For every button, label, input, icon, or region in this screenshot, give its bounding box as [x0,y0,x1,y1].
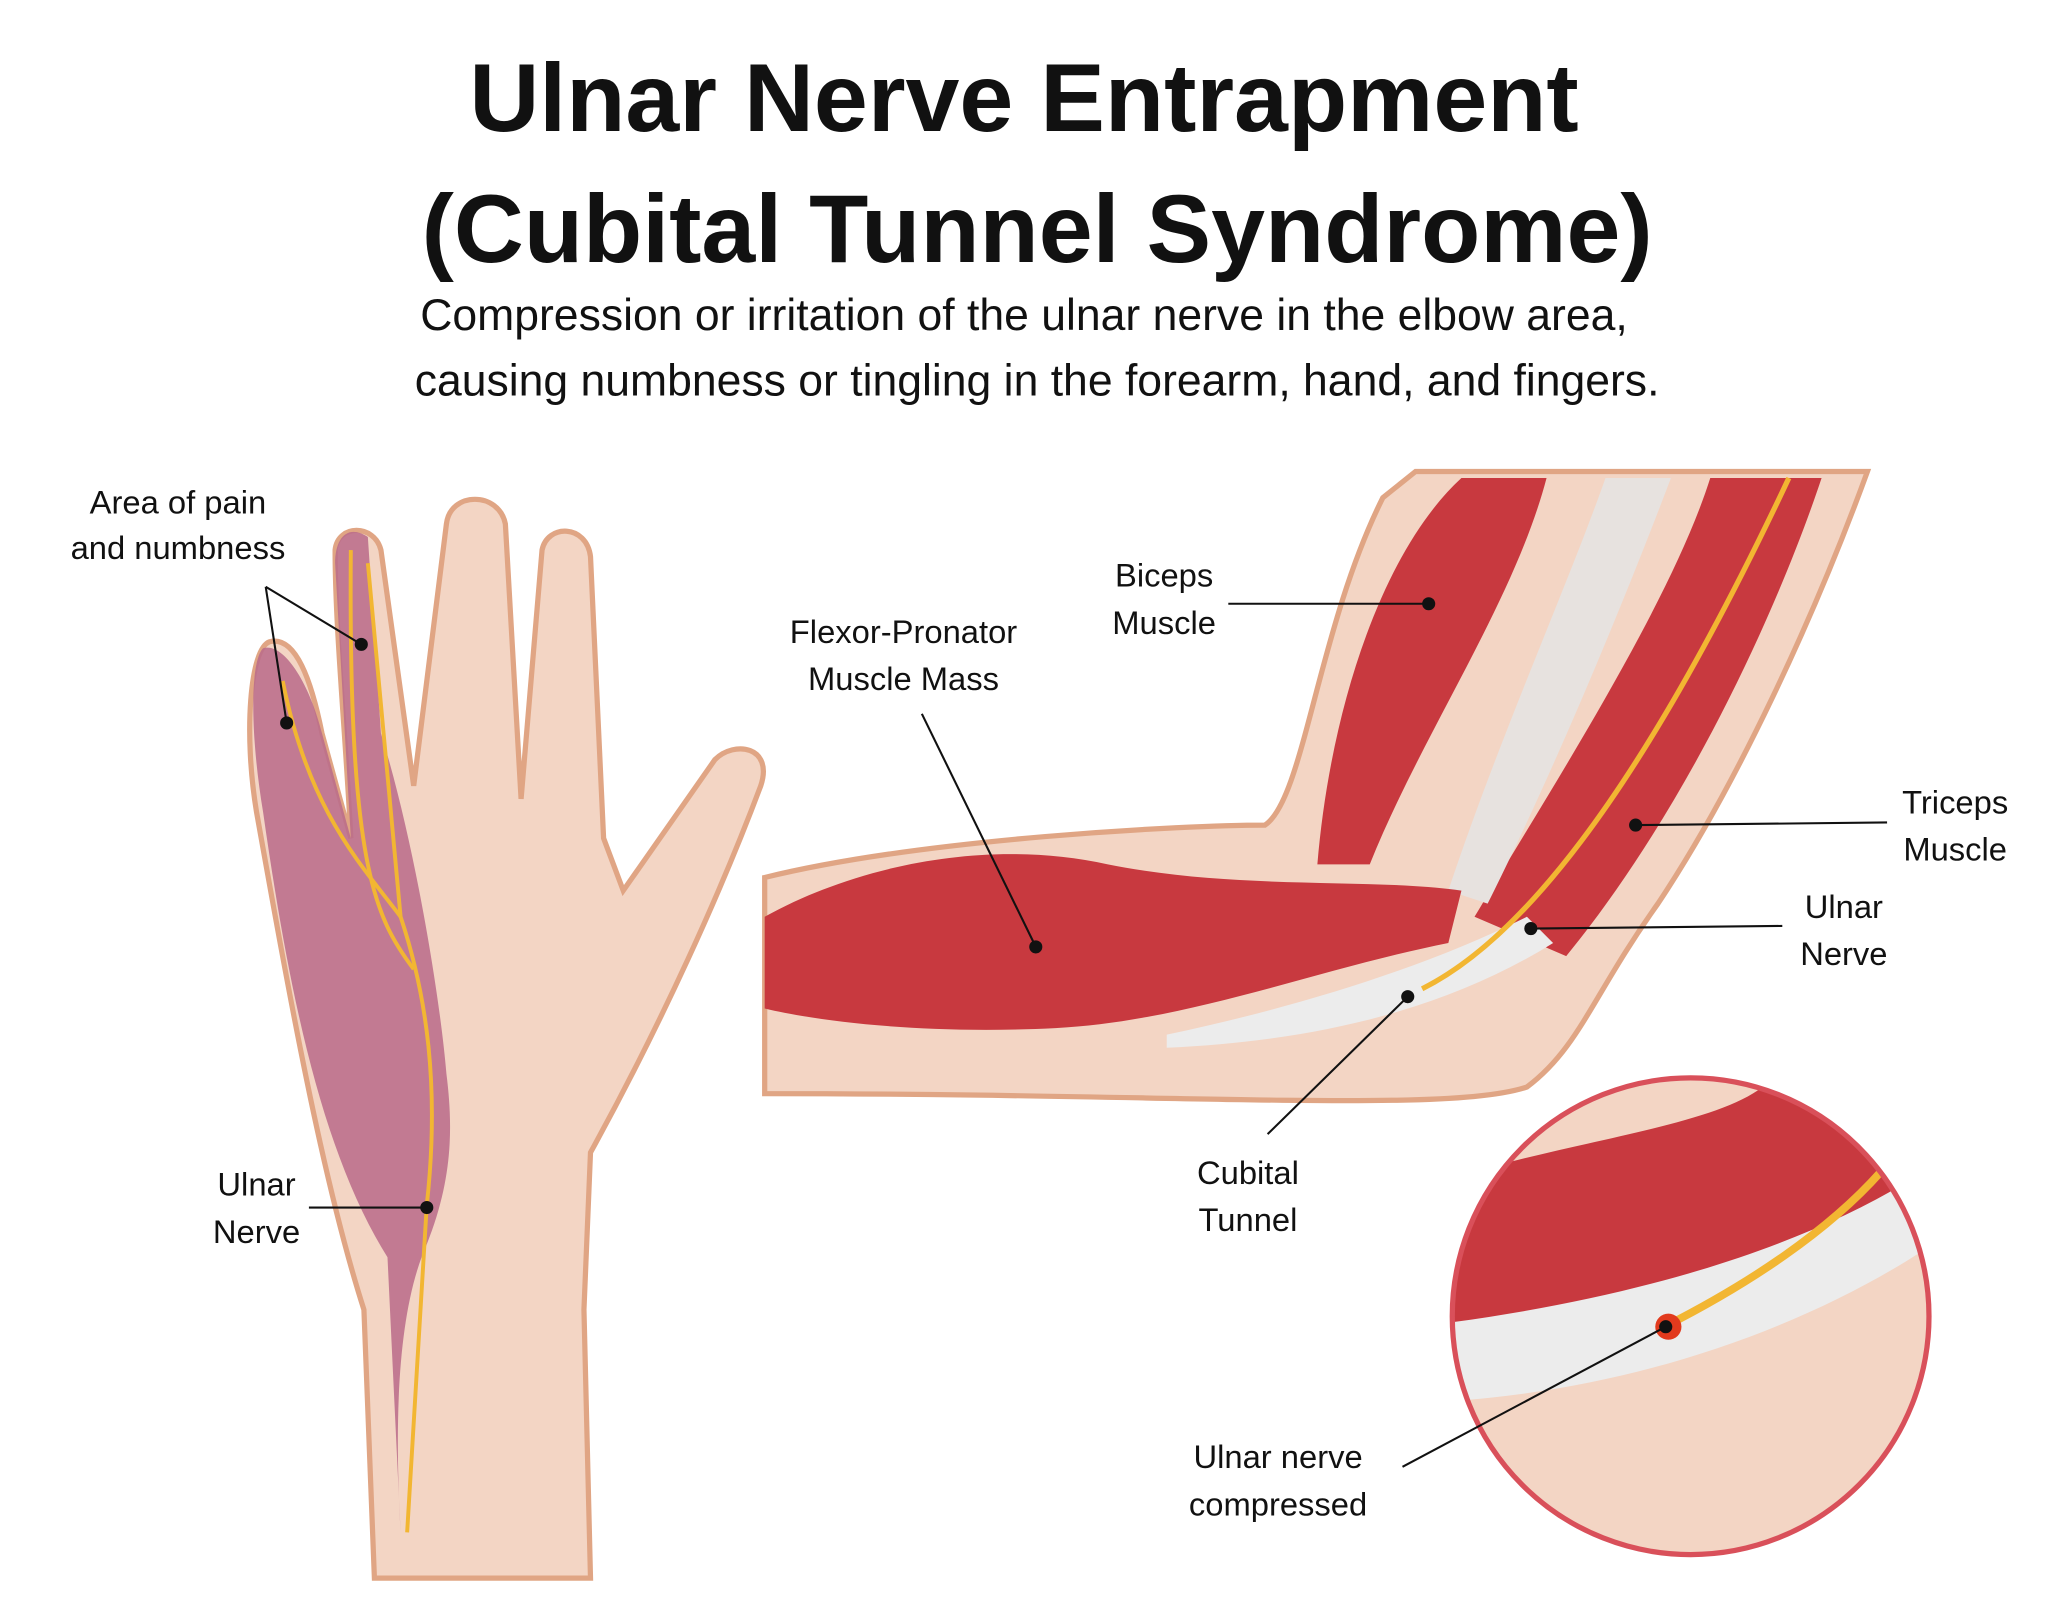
svg-text:Ulnar nerve: Ulnar nerve [1193,1438,1362,1475]
svg-text:Muscle Mass: Muscle Mass [808,660,999,697]
subtitle-line-2: causing numbness or tingling in the fore… [415,357,1660,406]
svg-text:Nerve: Nerve [1800,935,1887,972]
svg-text:Biceps: Biceps [1115,557,1213,594]
svg-text:and numbness: and numbness [71,529,286,566]
svg-text:Flexor-Pronator: Flexor-Pronator [790,613,1017,650]
svg-text:Area of pain: Area of pain [90,483,267,520]
biceps-muscle [1317,478,1547,865]
svg-text:Ulnar: Ulnar [217,1166,295,1203]
svg-text:Triceps: Triceps [1902,783,2008,820]
label-hand-ulnar-nerve: Ulnar Nerve [213,1166,434,1250]
label-arm-ulnar-nerve: Ulnar Nerve [1524,888,1888,972]
title-line-2: (Cubital Tunnel Syndrome) [422,174,1653,283]
svg-text:Muscle: Muscle [1112,604,1216,641]
inset-ring [1449,1075,1932,1558]
elbow-illustration [762,468,1872,1104]
triceps-muscle [1474,478,1822,957]
svg-text:Muscle: Muscle [1903,830,2007,867]
numbness-area [253,531,451,1533]
svg-text:Ulnar: Ulnar [1805,888,1883,925]
svg-text:Nerve: Nerve [213,1213,300,1250]
label-cubital-tunnel: Cubital Tunnel [1197,990,1415,1238]
label-nerve-compressed: Ulnar nerve compressed [1189,1320,1673,1522]
title-line-1: Ulnar Nerve Entrapment [469,43,1578,152]
compression-inset [1449,1075,1932,1558]
svg-text:compressed: compressed [1189,1485,1367,1522]
flexor-pronator-muscle [764,854,1462,1030]
elbow-ulnar-nerve-path [1420,476,1792,992]
label-flexor-pronator: Flexor-Pronator Muscle Mass [790,613,1043,954]
label-biceps: Biceps Muscle [1112,557,1436,641]
subtitle-line-1: Compression or irritation of the ulnar n… [420,291,1628,340]
label-triceps: Triceps Muscle [1629,783,2008,867]
svg-text:Cubital: Cubital [1197,1154,1299,1191]
label-area-pain: Area of pain and numbness [71,483,368,730]
hand-ulnar-nerve-path [365,562,434,1533]
svg-text:Tunnel: Tunnel [1199,1201,1298,1238]
hand-illustration [247,496,766,1581]
